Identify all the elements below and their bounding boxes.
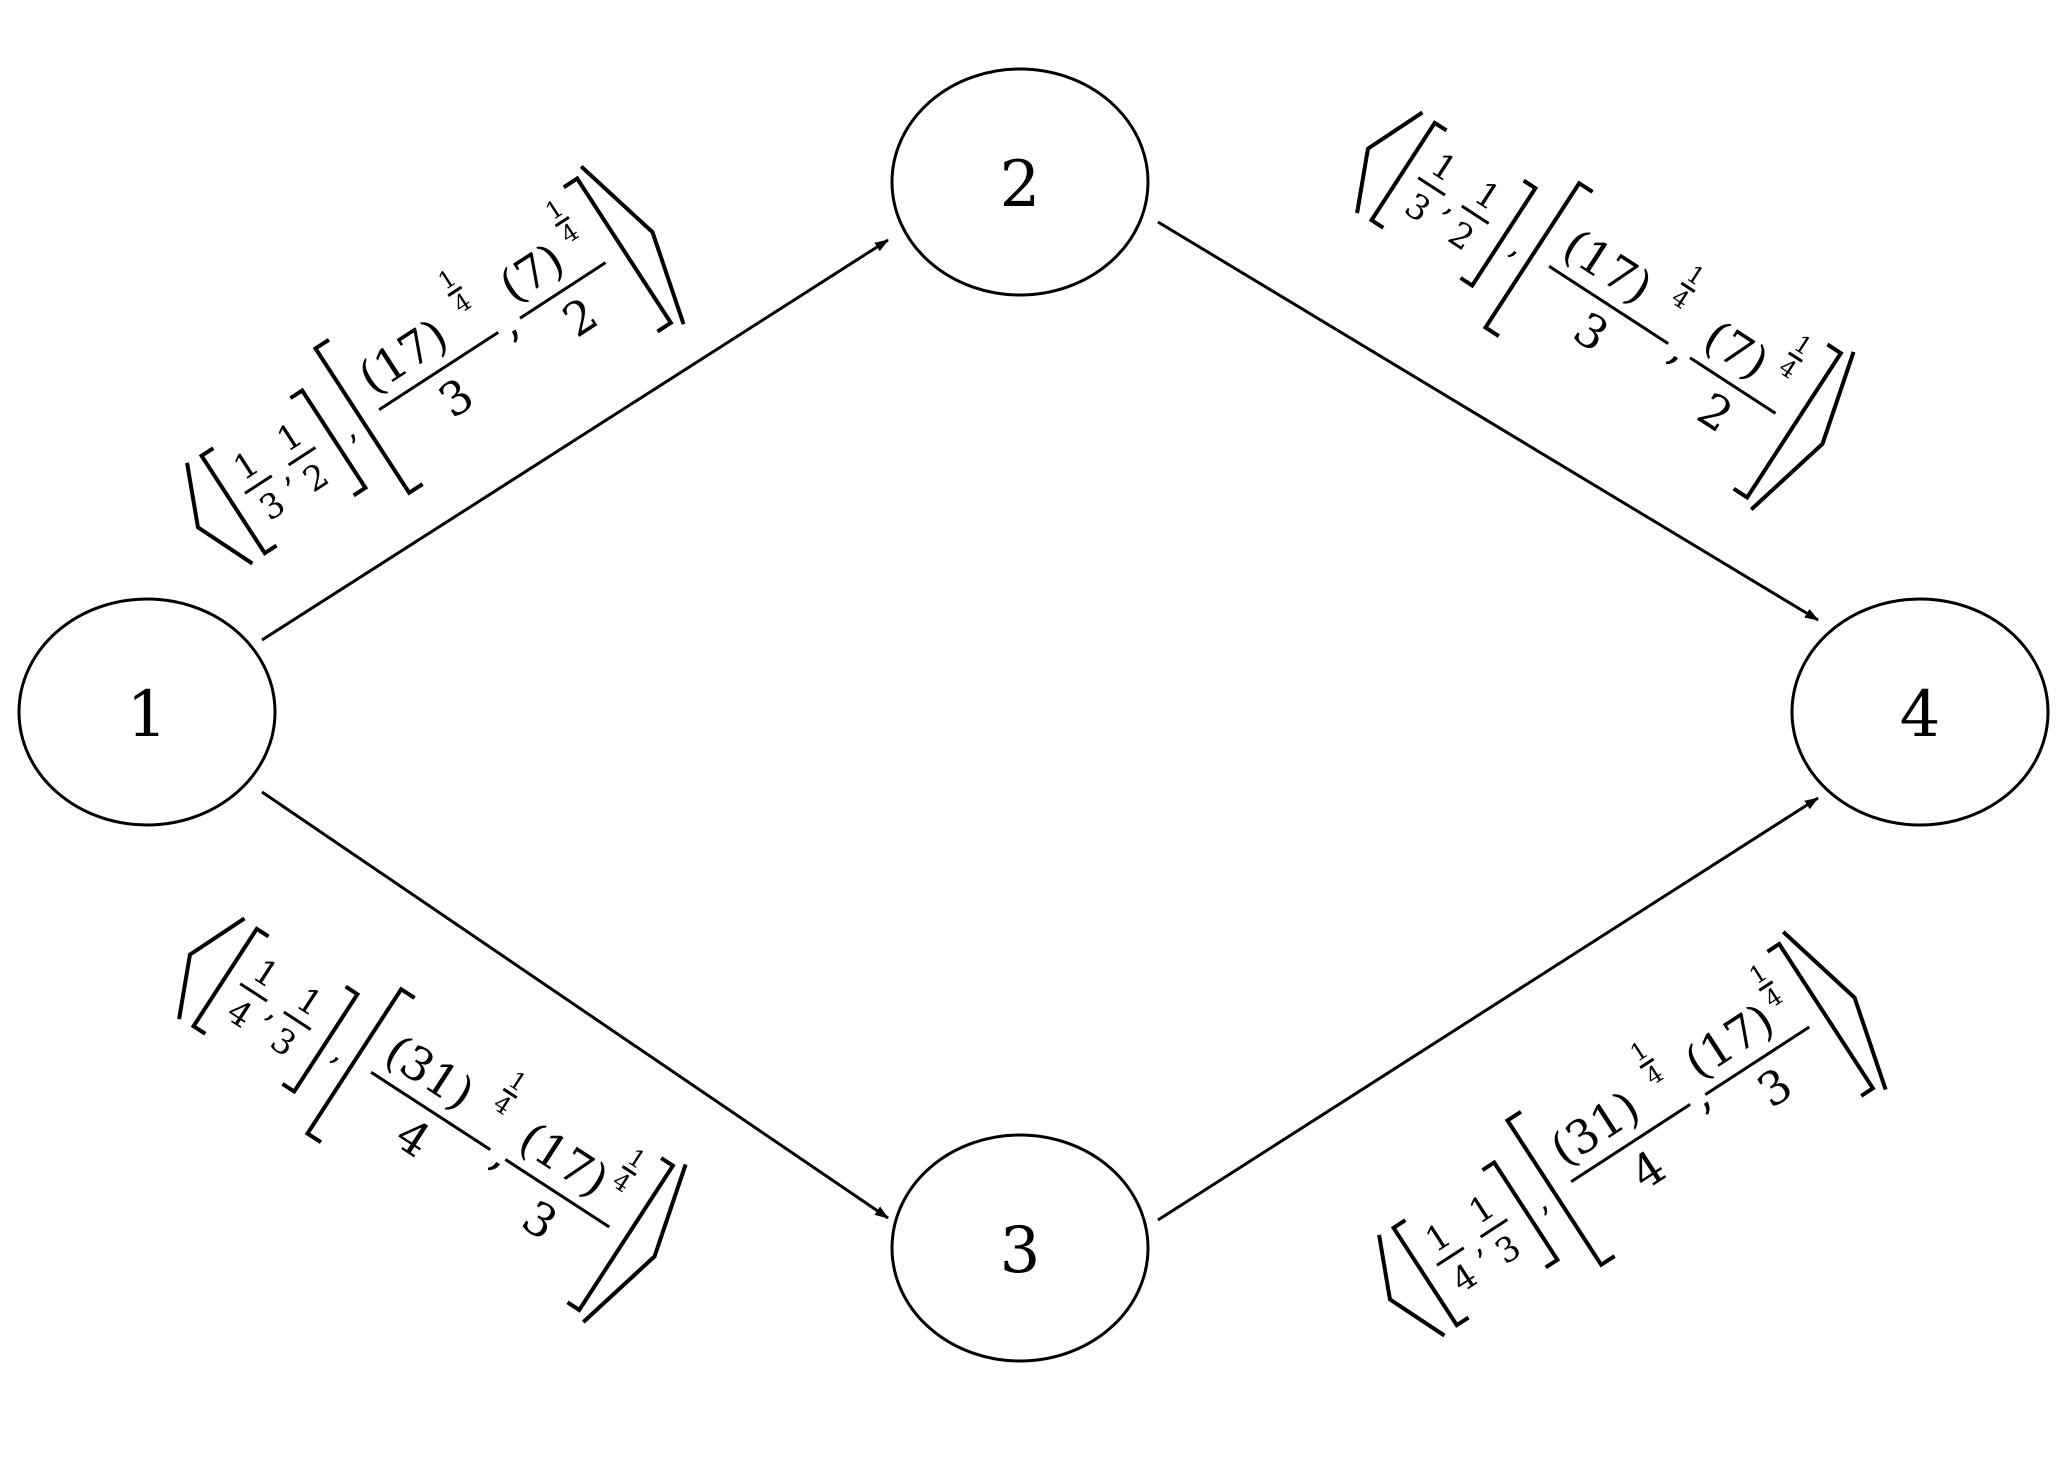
- angle-bracket-right: [581, 1163, 688, 1324]
- fraction-bar: [1548, 265, 1670, 345]
- upper-num-1-base: (31): [376, 1024, 485, 1121]
- node-3: 3: [890, 1133, 1150, 1363]
- lower-den-1: 4: [1445, 1256, 1485, 1301]
- angle-bracket-left: [185, 462, 254, 566]
- lower-den-1: 4: [220, 992, 260, 1037]
- fraction-bar: [504, 1158, 611, 1229]
- bracket-right: [1481, 1159, 1561, 1270]
- edge-2-4: [1157, 220, 1819, 622]
- fraction-bar: [370, 1071, 492, 1151]
- upper-den-2: 3: [1748, 1057, 1802, 1118]
- exponent-bar: [1787, 351, 1803, 363]
- lower-den-2: 2: [296, 455, 336, 500]
- fraction-bar: [1461, 204, 1490, 225]
- exponent-bar: [621, 1165, 637, 1177]
- upper-num-2-base: (7): [1694, 309, 1778, 390]
- upper-num-2-exp-den: 4: [556, 217, 584, 249]
- upper-num-1-exp-den: 4: [1666, 283, 1694, 315]
- fraction-bar: [378, 331, 500, 411]
- angle-bracket-left: [1377, 1234, 1446, 1338]
- node-2-label: 2: [1000, 148, 1041, 222]
- upper-den-2: 3: [513, 1189, 567, 1250]
- fraction-bar: [1479, 1218, 1509, 1239]
- edge-label-1-3: 1 4 , 1 3 , (31) 1 4 4 , (17) 1 4 3: [177, 916, 688, 1324]
- edge-label-2-4: 1 3 , 1 2 , (17) 1 4 3 , (7) 1 4 2: [1355, 110, 1856, 512]
- lower-den-1: 3: [1398, 186, 1438, 231]
- bracket-left: [1368, 120, 1448, 230]
- bracket-right: [1459, 178, 1539, 289]
- bracket-left: [1482, 180, 1594, 338]
- edge-1-3: [261, 790, 889, 1220]
- exponent-bar: [1639, 1057, 1655, 1069]
- upper-num-2-base: (17): [510, 1111, 619, 1208]
- fraction-bar: [239, 982, 268, 1003]
- lower-den-2: 3: [1488, 1227, 1528, 1272]
- upper-den-1: 3: [429, 367, 483, 428]
- fraction-bar: [1417, 176, 1446, 197]
- bracket-right: [566, 1156, 676, 1313]
- upper-num-2-exp-den: 4: [1774, 353, 1802, 385]
- angle-bracket-left: [177, 916, 246, 1020]
- fraction-bar: [1570, 1103, 1692, 1183]
- fraction-bar: [283, 1010, 312, 1031]
- upper-num-1-base: (17): [1554, 218, 1663, 315]
- node-1: 1: [17, 597, 277, 827]
- node-4: 4: [1790, 597, 2050, 827]
- edge-1-2: [261, 238, 889, 642]
- bracket-left: [1504, 1110, 1616, 1268]
- node-4-label: 4: [1900, 678, 1941, 752]
- upper-den-1: 3: [1564, 301, 1618, 362]
- exponent-bar: [1680, 281, 1696, 293]
- bracket-right: [1732, 342, 1844, 501]
- edge-label-1-2: 1 3 , 1 2 , (17) 1 4 3 , (7) 1 4 2: [185, 164, 686, 566]
- fraction-bar: [519, 261, 607, 320]
- bracket-left: [312, 338, 424, 496]
- bracket-right: [1766, 941, 1876, 1098]
- bracket-left: [1390, 1218, 1470, 1328]
- node-2: 2: [890, 67, 1150, 297]
- edge-label-3-4: 1 4 , 1 3 , (31) 1 4 4 , (17) 1 4 3: [1377, 930, 1888, 1338]
- fraction-bar: [1436, 1246, 1465, 1267]
- upper-num-1-exp-den: 4: [1640, 1059, 1668, 1091]
- exponent-bar: [554, 216, 570, 228]
- exponent-bar: [1758, 980, 1774, 992]
- fraction-bar: [1704, 1025, 1811, 1096]
- upper-den-1: 4: [386, 1107, 440, 1168]
- edge-3-4: [1157, 796, 1819, 1222]
- upper-den-1: 4: [1621, 1139, 1675, 1200]
- exponent-bar: [502, 1087, 518, 1099]
- node-3-label: 3: [1000, 1214, 1041, 1288]
- exponent-bar: [447, 285, 463, 297]
- angle-bracket-right: [1749, 351, 1856, 512]
- upper-num-1-exp-den: 4: [448, 287, 476, 319]
- upper-num-1-exp-den: 4: [488, 1089, 516, 1121]
- angle-bracket-right: [1781, 930, 1888, 1091]
- upper-den-2: 2: [553, 287, 607, 348]
- bracket-left: [198, 446, 278, 556]
- upper-den-2: 2: [1688, 382, 1742, 443]
- lower-den-1: 3: [253, 484, 293, 529]
- bracket-right: [289, 387, 369, 498]
- angle-bracket-left: [1355, 110, 1424, 214]
- bracket-right: [281, 984, 361, 1095]
- node-1-label: 1: [127, 678, 168, 752]
- fraction-bar: [244, 474, 273, 495]
- bracket-left: [304, 986, 416, 1144]
- bracket-right: [562, 175, 674, 334]
- separator-comma: ,: [1661, 321, 1703, 374]
- angle-bracket-right: [579, 164, 686, 325]
- bracket-left: [190, 926, 270, 1036]
- fraction-bar: [287, 446, 317, 467]
- fraction-bar: [1689, 356, 1777, 415]
